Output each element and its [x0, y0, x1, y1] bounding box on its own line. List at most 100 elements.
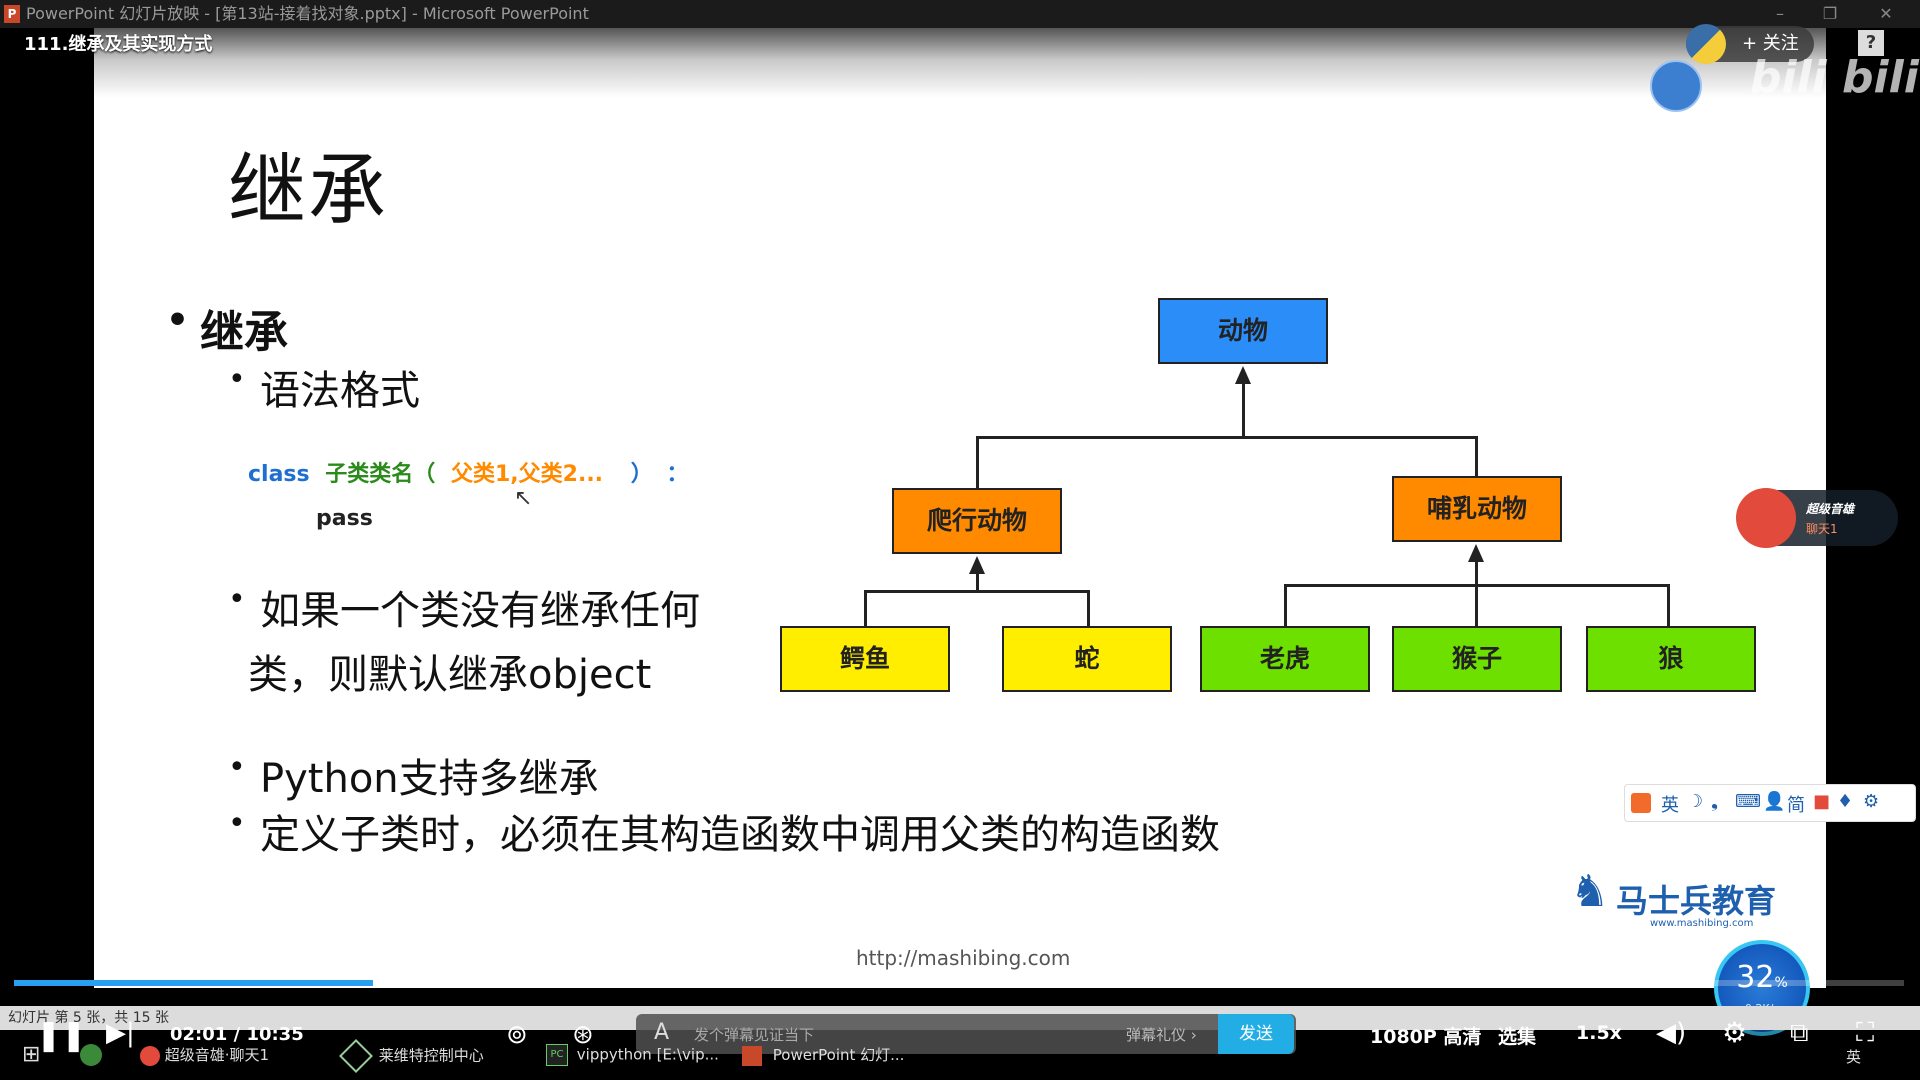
- next-icon[interactable]: ▶|: [106, 1018, 135, 1048]
- keyboard-icon[interactable]: ⌨: [1735, 791, 1761, 812]
- mashibing-logo: ♞ 马士兵教育 www.mashibing.com: [1570, 866, 1777, 929]
- bullet-dot: •: [166, 300, 190, 341]
- line-mammal-stem: [1475, 562, 1478, 626]
- ime-simplified-toggle[interactable]: 简: [1787, 795, 1805, 816]
- bullet-inheritance: • 继承: [166, 300, 288, 358]
- code-parents: 父类1,父类2...: [450, 462, 604, 487]
- sogou-icon[interactable]: [1631, 793, 1651, 813]
- voice-app-icon: [140, 1045, 160, 1066]
- node-tiger: 老虎: [1200, 626, 1370, 692]
- uploader-avatar[interactable]: [1650, 60, 1702, 112]
- line-to-crocodile: [864, 590, 867, 626]
- node-snake: 蛇: [1002, 626, 1172, 692]
- danmaku-toggle-icon[interactable]: ⊚: [506, 1020, 528, 1050]
- python-logo-icon: [1686, 24, 1726, 64]
- bullet-dot: •: [228, 806, 246, 841]
- gear-icon[interactable]: ⚙: [1863, 791, 1880, 812]
- taskbar-item-pycharm[interactable]: PC vippython [E:\vip...: [546, 1044, 719, 1066]
- node-reptile: 爬行动物: [892, 488, 1062, 554]
- help-icon[interactable]: ?: [1858, 30, 1884, 56]
- punctuation-icon[interactable]: ❟: [1711, 791, 1719, 812]
- close-button[interactable]: ✕: [1879, 4, 1893, 23]
- playback-speed-button[interactable]: 1.5x: [1576, 1022, 1622, 1044]
- code-close-paren: ）: [630, 462, 653, 487]
- control-center-icon: [339, 1039, 373, 1073]
- bullet-multiple-inheritance: • Python支持多继承: [228, 750, 599, 802]
- code-colon: ：: [666, 462, 689, 487]
- taskbar-item-voice[interactable]: 超级音雄·聊天1: [140, 1044, 269, 1066]
- windows-start-icon[interactable]: ⊞: [22, 1042, 41, 1067]
- send-danmaku-button[interactable]: 发送: [1218, 1014, 1294, 1054]
- video-title: 111.继承及其实现方式: [24, 34, 213, 55]
- danmaku-settings-icon[interactable]: ⊛: [572, 1020, 594, 1050]
- bullet-dot: •: [228, 582, 246, 617]
- window-title: PowerPoint 幻灯片放映 - [第13站-接着找对象.pptx] - M…: [26, 4, 589, 23]
- arrow-to-animal: [1235, 366, 1251, 384]
- user-icon[interactable]: 👤: [1763, 791, 1786, 812]
- footer-url: http://mashibing.com: [856, 946, 1071, 970]
- minimize-button[interactable]: –: [1776, 4, 1784, 23]
- bullet-dot: •: [228, 362, 246, 397]
- line-mammal-branch: [1284, 584, 1670, 587]
- episodes-button[interactable]: 选集: [1498, 1026, 1537, 1048]
- taskbar-language[interactable]: 英: [1846, 1048, 1862, 1066]
- text-style-icon[interactable]: A: [654, 1020, 670, 1045]
- code-child: 子类类名（: [325, 462, 436, 487]
- restore-button[interactable]: ❐: [1822, 4, 1838, 23]
- bullet-constructor: • 定义子类时，必须在其构造函数中调用父类的构造函数: [228, 806, 1220, 858]
- mouse-cursor-icon: ↖: [514, 486, 533, 511]
- bilibili-watermark: bili bili: [1750, 52, 1919, 103]
- node-wolf: 狼: [1586, 626, 1756, 692]
- slide-top-fade: [94, 28, 1826, 98]
- progress-track[interactable]: [14, 980, 1904, 986]
- powerpoint-icon: P: [4, 5, 20, 23]
- node-monkey: 猴子: [1392, 626, 1562, 692]
- node-crocodile: 鳄鱼: [780, 626, 950, 692]
- code-pass: pass: [316, 506, 373, 531]
- taskbar-item-control[interactable]: 莱维特控制中心: [339, 1039, 484, 1073]
- moon-icon[interactable]: ☽: [1687, 791, 1704, 812]
- node-mammal: 哺乳动物: [1392, 476, 1562, 542]
- taskbar-item-powerpoint[interactable]: PowerPoint 幻灯...: [742, 1044, 904, 1066]
- quality-button[interactable]: 1080P 高清: [1370, 1026, 1482, 1048]
- ime-english-toggle[interactable]: 英: [1661, 795, 1679, 816]
- settings-gear-icon[interactable]: ⚙: [1722, 1016, 1748, 1049]
- voice-chat-widget[interactable]: 超级音雄 聊天1: [1736, 488, 1898, 548]
- bullet-syntax: • 语法格式: [228, 362, 420, 414]
- line-to-reptile: [976, 436, 979, 488]
- shirt-icon[interactable]: ♦: [1837, 791, 1854, 812]
- line-to-mammal: [1475, 436, 1478, 476]
- progress-fill: [14, 980, 374, 986]
- pip-icon[interactable]: ⧉: [1790, 1018, 1809, 1048]
- powerpoint-task-icon: [742, 1045, 762, 1066]
- fullscreen-icon[interactable]: ⛶: [1856, 1018, 1875, 1048]
- line-animal-stem: [1242, 384, 1245, 438]
- slide-counter: 幻灯片 第 5 张，共 15 张: [8, 1010, 169, 1026]
- code-class-line: class 子类类名（ 父类1,父类2... ） ：: [248, 456, 688, 488]
- line-to-snake: [1087, 590, 1090, 626]
- bullet-default-object: • 如果一个类没有继承任何 类，则默认继承object: [228, 582, 700, 698]
- slide-canvas: 继承 • 继承 • 语法格式 class 子类类名（ 父类1,父类2... ） …: [94, 28, 1826, 988]
- bullet-dot: •: [228, 750, 246, 785]
- arrow-to-reptile: [969, 556, 985, 574]
- app-titlebar: P PowerPoint 幻灯片放映 - [第13站-接着找对象.pptx] -…: [0, 0, 1920, 28]
- line-reptile-stem: [976, 574, 979, 592]
- line-to-tiger: [1284, 584, 1287, 626]
- volume-icon[interactable]: ◀): [1656, 1018, 1687, 1048]
- camera-icon[interactable]: ■: [1813, 791, 1831, 812]
- music-note-icon: [1736, 488, 1796, 548]
- arrow-to-mammal: [1468, 544, 1484, 562]
- line-to-wolf: [1667, 584, 1670, 626]
- pause-icon[interactable]: ❚❚: [36, 1018, 87, 1053]
- browser-icon[interactable]: [80, 1044, 102, 1066]
- danmaku-etiquette-link[interactable]: 弹幕礼仪 ›: [1126, 1026, 1197, 1044]
- node-animal: 动物: [1158, 298, 1328, 364]
- danmaku-input[interactable]: A 发个弹幕见证当下 弹幕礼仪 ›: [636, 1014, 1296, 1054]
- time-display: 02:01 / 10:35: [170, 1024, 304, 1045]
- horse-logo-icon: ♞: [1570, 866, 1610, 917]
- line-reptile-branch: [864, 590, 1090, 593]
- slide-title: 继承: [228, 146, 389, 236]
- ime-toolbar[interactable]: 英 ☽ ❟ ⌨ 👤 简 ■ ♦ ⚙: [1624, 784, 1916, 822]
- line-animal-branch: [976, 436, 1478, 439]
- code-keyword: class: [248, 462, 310, 487]
